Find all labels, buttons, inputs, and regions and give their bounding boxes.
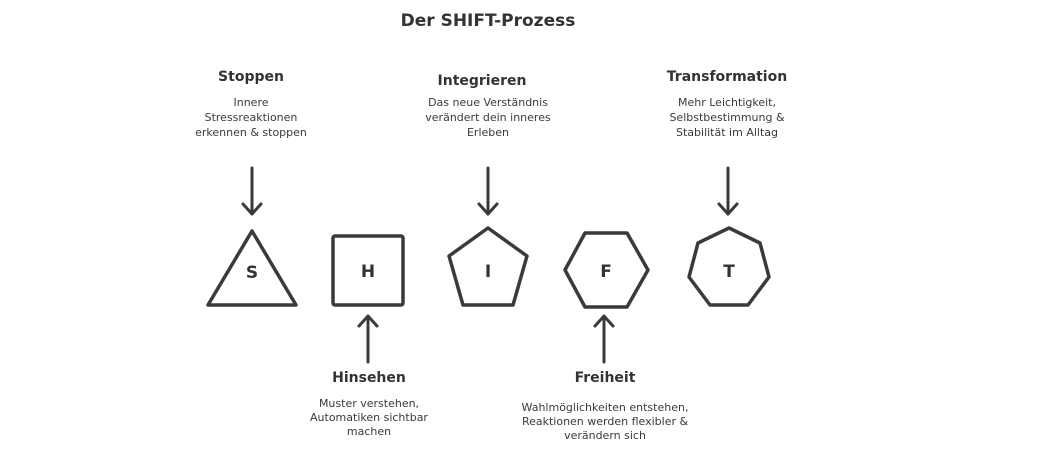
- step-transformation: Transformation Mehr Leichtigkeit, Selbst…: [667, 69, 787, 307]
- step-desc-line: Stressreaktionen: [205, 111, 298, 124]
- step-letter: F: [600, 262, 612, 282]
- step-desc-line: Wahlmöglichkeiten entstehen,: [522, 401, 689, 414]
- step-letter: I: [485, 262, 491, 282]
- pentagon-shape: [447, 226, 529, 307]
- arrow-down-icon: [241, 166, 263, 216]
- arrow-down-icon: [717, 166, 739, 216]
- step-desc-line: Das neue Verständnis: [428, 96, 548, 109]
- step-integrieren: Integrieren Das neue Verständnis verände…: [425, 73, 551, 307]
- step-heading: Stoppen: [218, 69, 284, 85]
- step-desc-line: machen: [347, 425, 391, 438]
- step-freiheit: F Freiheit Wahlmöglichkeiten entstehen, …: [522, 231, 689, 442]
- step-heading: Transformation: [667, 69, 787, 85]
- step-desc-line: verändert dein inneres: [425, 111, 551, 124]
- heptagon-shape: [687, 226, 771, 307]
- step-desc-line: Innere: [233, 96, 268, 109]
- step-letter: S: [246, 263, 258, 283]
- step-letter: T: [723, 262, 735, 282]
- step-desc-line: Mehr Leichtigkeit,: [678, 96, 776, 109]
- step-heading: Integrieren: [438, 73, 527, 89]
- step-heading: Freiheit: [575, 370, 636, 386]
- step-stoppen: Stoppen Innere Stressreaktionen erkennen…: [195, 69, 307, 307]
- arrow-down-icon: [477, 166, 499, 216]
- triangle-shape: [206, 229, 298, 307]
- arrow-up-icon: [593, 314, 615, 364]
- step-desc-line: verändern sich: [564, 429, 646, 442]
- step-desc-line: Stabilität im Alltag: [676, 126, 778, 139]
- arrow-up-icon: [357, 314, 379, 364]
- step-desc-line: Reaktionen werden flexibler &: [522, 415, 689, 428]
- step-desc-line: Erleben: [467, 126, 509, 139]
- step-heading: Hinsehen: [332, 370, 406, 386]
- step-hinsehen: H Hinsehen Muster verstehen, Automatiken…: [310, 234, 428, 438]
- hexagon-shape: [563, 231, 650, 309]
- square-shape: [331, 234, 405, 307]
- step-desc-line: Selbstbestimmung &: [669, 111, 785, 124]
- step-letter: H: [361, 262, 375, 282]
- diagram-title: Der SHIFT-Prozess: [401, 11, 576, 31]
- step-desc-line: Muster verstehen,: [319, 397, 419, 410]
- step-desc-line: Automatiken sichtbar: [310, 411, 428, 424]
- step-desc-line: erkennen & stoppen: [195, 126, 307, 139]
